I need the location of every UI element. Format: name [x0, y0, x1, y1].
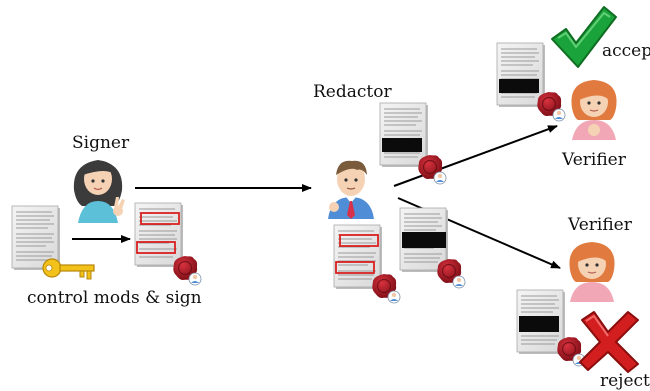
blackout-bar: [499, 79, 539, 93]
modifiable-region-box: [136, 241, 176, 254]
document-icon: [496, 42, 546, 108]
accepted-document: [496, 42, 566, 122]
redacted-document-top: [379, 102, 447, 185]
seal-icon: [417, 154, 447, 185]
control-mods-label: control mods & sign: [27, 288, 202, 308]
redactor-label: Redactor: [313, 82, 392, 102]
top-verifier-person-icon: [571, 80, 617, 140]
blackout-bar: [519, 316, 559, 332]
top-verifier-label: Verifier: [561, 150, 627, 170]
modifiable-region-box: [339, 234, 379, 247]
redactor-person-icon: [328, 160, 374, 219]
bottom-verifier-person-icon: [569, 242, 615, 302]
modifiable-region-box: [335, 261, 375, 274]
blackout-bar: [402, 232, 446, 248]
modifiable-region-box: [140, 212, 180, 225]
blackout-bar: [382, 138, 422, 152]
check-icon: [551, 6, 617, 68]
accept-label: accept: [602, 41, 650, 61]
arrow-redactor-to-top-verifier: [393, 125, 558, 187]
cross-icon: [579, 311, 639, 373]
seal-icon: [172, 255, 202, 286]
reject-label: reject: [600, 371, 650, 391]
key-icon: [42, 258, 95, 280]
seal-icon: [436, 258, 466, 289]
bottom-verifier-label: Verifier: [567, 215, 633, 235]
seal-icon: [536, 91, 566, 122]
tampered-document: [399, 207, 466, 289]
signer-person-icon: [73, 160, 125, 223]
signer-label: Signer: [72, 133, 130, 153]
document-icon: [379, 102, 429, 168]
rejected-document: [516, 289, 586, 367]
signed-document: [134, 202, 202, 286]
original-signed-document: [333, 224, 401, 304]
seal-icon: [371, 273, 401, 304]
